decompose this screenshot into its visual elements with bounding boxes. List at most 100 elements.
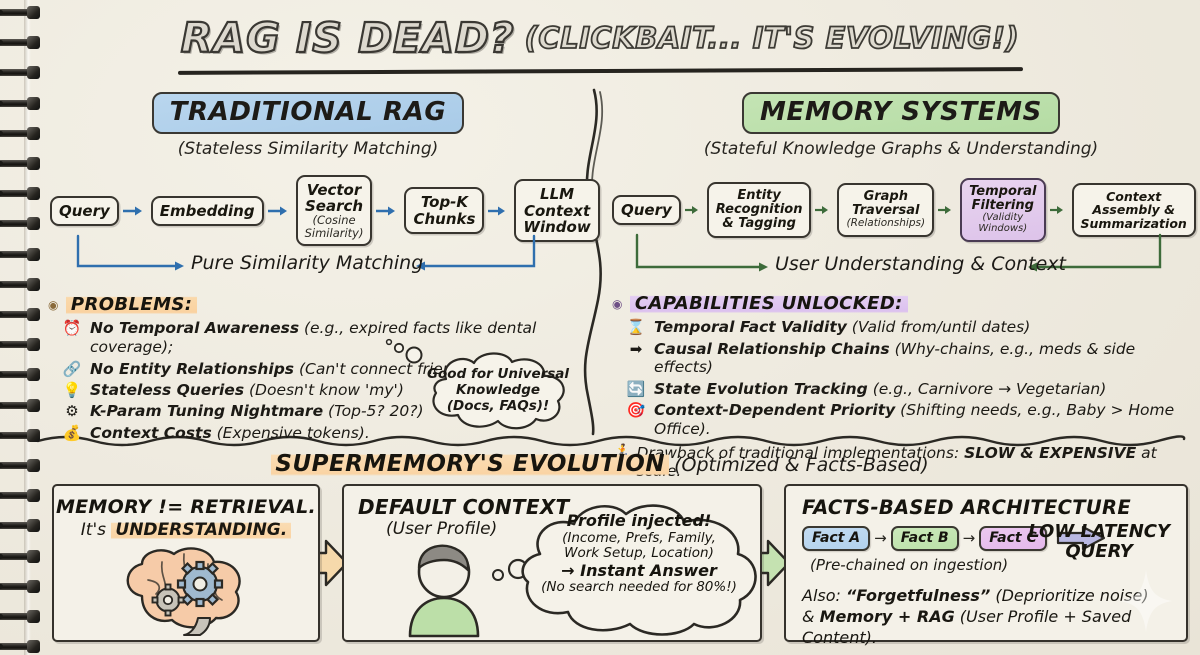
capability-text-0: Temporal Fact Validity (Valid from/until… — [654, 318, 1031, 337]
lightbulb-icon: 💡 — [62, 380, 82, 399]
user-avatar-icon — [396, 538, 492, 638]
binding-ring — [0, 187, 40, 201]
money-bag-icon: 💰 — [62, 423, 82, 442]
evolution-heading-bold: SUPERMEMORY'S EVOLUTION — [271, 451, 670, 477]
flow-node-vector-search-note: (Cosine Similarity) — [304, 213, 364, 240]
card2-subtitle: (User Profile) — [386, 519, 498, 539]
fact-chip-b[interactable]: Fact B — [890, 525, 959, 551]
default-context-card: DEFAULT CONTEXT (User Profile) — [342, 484, 762, 642]
flow-node-entity-recognition[interactable]: Entity Recognition & Tagging — [706, 182, 812, 239]
problem-text-4: Context Costs (Expensive tokens). — [90, 423, 370, 442]
problem-text-2: Stateless Queries (Doesn't know 'my') — [90, 380, 404, 399]
card1-line2: It's UNDERSTANDING. — [54, 520, 318, 540]
memory-systems-flow: Query Entity Recognition & Tagging Graph… — [612, 175, 1200, 245]
also-line-1: Also: “Forgetfulness” (Deprioritize nois… — [802, 586, 1149, 605]
hourglass-icon: ⌛ — [626, 318, 646, 337]
list-item: ➡ Causal Relationship Chains (Why-chains… — [626, 340, 1190, 378]
flow-node-graph-traversal[interactable]: Graph Traversal (Relationships) — [837, 183, 935, 237]
problem-text-0: No Temporal Awareness (e.g., expired fac… — [90, 319, 537, 357]
traditional-rag-loop: Pure Similarity Matching — [48, 234, 568, 286]
capability-text-3: Context-Dependent Priority (Shifting nee… — [654, 401, 1175, 439]
flow-node-ms-query-label: Query — [621, 200, 672, 219]
binding-ring — [0, 126, 40, 140]
ms-flow-arrow-4 — [1046, 203, 1072, 217]
evolution-cards-row: MEMORY != RETRIEVAL. It's UNDERSTANDING. — [52, 484, 1188, 647]
flow-node-vector-search[interactable]: Vector Search (Cosine Similarity) — [295, 175, 373, 247]
low-latency-line-2: QUERY — [1065, 540, 1133, 562]
capabilities-list: ⌛ Temporal Fact Validity (Valid from/unt… — [612, 318, 1190, 439]
flow-node-ms-query[interactable]: Query — [612, 194, 681, 226]
flow-node-query-label: Query — [59, 201, 110, 220]
chip-arrow-2: → — [962, 529, 976, 547]
flow-node-topk-line2: Chunks — [413, 209, 476, 228]
binding-ring — [0, 519, 40, 533]
flow-node-temporal-filtering[interactable]: Temporal Filtering (Validity Windows) — [960, 178, 1046, 242]
capabilities-heading-row: ◉ CAPABILITIES UNLOCKED: — [612, 293, 1190, 315]
flow-node-query[interactable]: Query — [50, 195, 119, 226]
binding-ring — [0, 36, 40, 50]
ms-flow-arrow-3 — [934, 203, 960, 217]
facts-based-architecture-card: FACTS-BASED ARCHITECTURE Fact A → Fact B… — [784, 484, 1188, 647]
title-underline — [177, 67, 1024, 75]
flow-node-temporal-l3: (Validity Windows) — [978, 212, 1028, 235]
cloud-line-2: Knowledge — [455, 382, 541, 399]
memory-systems-loop-label: User Understanding & Context — [775, 253, 1066, 276]
capability-text-1: Causal Relationship Chains (Why-chains, … — [654, 339, 1136, 377]
fact-chip-a[interactable]: Fact A — [802, 525, 871, 551]
flow-node-llm-context-window[interactable]: LLM Context Window — [514, 179, 600, 242]
horizontal-wavy-divider — [36, 432, 1186, 448]
bubble-line-4: → Instant Answer — [561, 560, 717, 580]
fact-chip-c[interactable]: Fact C — [979, 525, 1047, 551]
refresh-cycle-icon: 🔄 — [626, 379, 646, 398]
flow-node-vector-search-label: Vector Search — [305, 181, 364, 216]
right-arrow-icon: ➡ — [629, 339, 643, 358]
flow-node-graph-l3: (Relationships) — [846, 217, 926, 230]
flow-node-temporal-l2: Filtering — [971, 198, 1034, 214]
flow-node-graph-l2: Traversal — [852, 203, 920, 219]
flow-node-graph-l1: Graph — [863, 189, 908, 205]
chip-arrow-1: → — [874, 529, 887, 547]
bubble-line-1: Profile injected! — [566, 511, 712, 530]
bullet-dot-icon: ◉ — [612, 296, 623, 311]
memory-systems-header: MEMORY SYSTEMS (Stateful Knowledge Graph… — [612, 92, 1190, 159]
memory-systems-title: MEMORY SYSTEMS — [742, 92, 1060, 134]
ms-flow-arrow-1 — [681, 203, 707, 217]
also-notes: Also: “Forgetfulness” (Deprioritize nois… — [802, 586, 1186, 648]
binding-ring — [0, 459, 40, 472]
page-title: RAG IS DEAD?(CLICKBAIT... IT'S EVOLVING!… — [0, 13, 1200, 63]
profile-injected-cloud — [494, 498, 766, 638]
binding-ring — [0, 308, 40, 321]
low-latency-line-1: LOW LATENCY — [1028, 521, 1170, 542]
flow-node-embedding-label: Embedding — [159, 201, 255, 220]
list-item: ⚙ K-Param Tuning Nightmare (Top-5? 20?) — [62, 402, 568, 421]
binding-ring — [0, 640, 40, 654]
bubble-line-2: (Income, Prefs, Family, — [562, 529, 716, 546]
problems-list: ⏰ No Temporal Awareness (e.g., expired f… — [48, 319, 568, 442]
traditional-rag-flow: Query Embedding Vector Search (Cosine Si… — [48, 175, 600, 247]
binding-ring — [0, 489, 40, 503]
alarm-clock-icon: ⏰ — [62, 319, 82, 338]
spiral-binding — [0, 0, 46, 655]
flow-node-entity-l1: Entity — [737, 188, 781, 204]
traditional-rag-column: TRADITIONAL RAG (Stateless Similarity Ma… — [48, 92, 600, 445]
low-latency-query-label: LOW LATENCY QUERY — [1028, 522, 1170, 562]
flow-arrow-1 — [119, 204, 151, 218]
link-icon: 🔗 — [62, 359, 82, 378]
evolution-arrow-1-wrap — [303, 484, 349, 642]
paper-edge — [24, 0, 31, 655]
binding-ring — [0, 610, 40, 623]
flow-node-context-assembly[interactable]: Context Assembly & Summarization — [1071, 182, 1196, 238]
evolution-heading-rest: (Optimized & Facts-Based) — [674, 454, 929, 476]
flow-node-entity-l3: & Tagging — [722, 216, 796, 232]
flow-node-llm-line2: Context — [523, 201, 591, 220]
flow-node-topk-chunks[interactable]: Top-K Chunks — [404, 187, 485, 234]
flow-node-temporal-l1: Temporal — [969, 184, 1037, 200]
binding-ring — [0, 247, 40, 261]
low-latency-big-arrow — [1056, 525, 1105, 551]
binding-ring — [0, 398, 40, 412]
memory-systems-subtitle: (Stateful Knowledge Graphs & Understandi… — [703, 139, 1099, 159]
traditional-rag-title: TRADITIONAL RAG — [151, 92, 465, 134]
title-main-text: RAG IS DEAD? — [180, 13, 515, 63]
flow-node-embedding[interactable]: Embedding — [150, 195, 264, 226]
card2-title: DEFAULT CONTEXT — [358, 495, 570, 519]
